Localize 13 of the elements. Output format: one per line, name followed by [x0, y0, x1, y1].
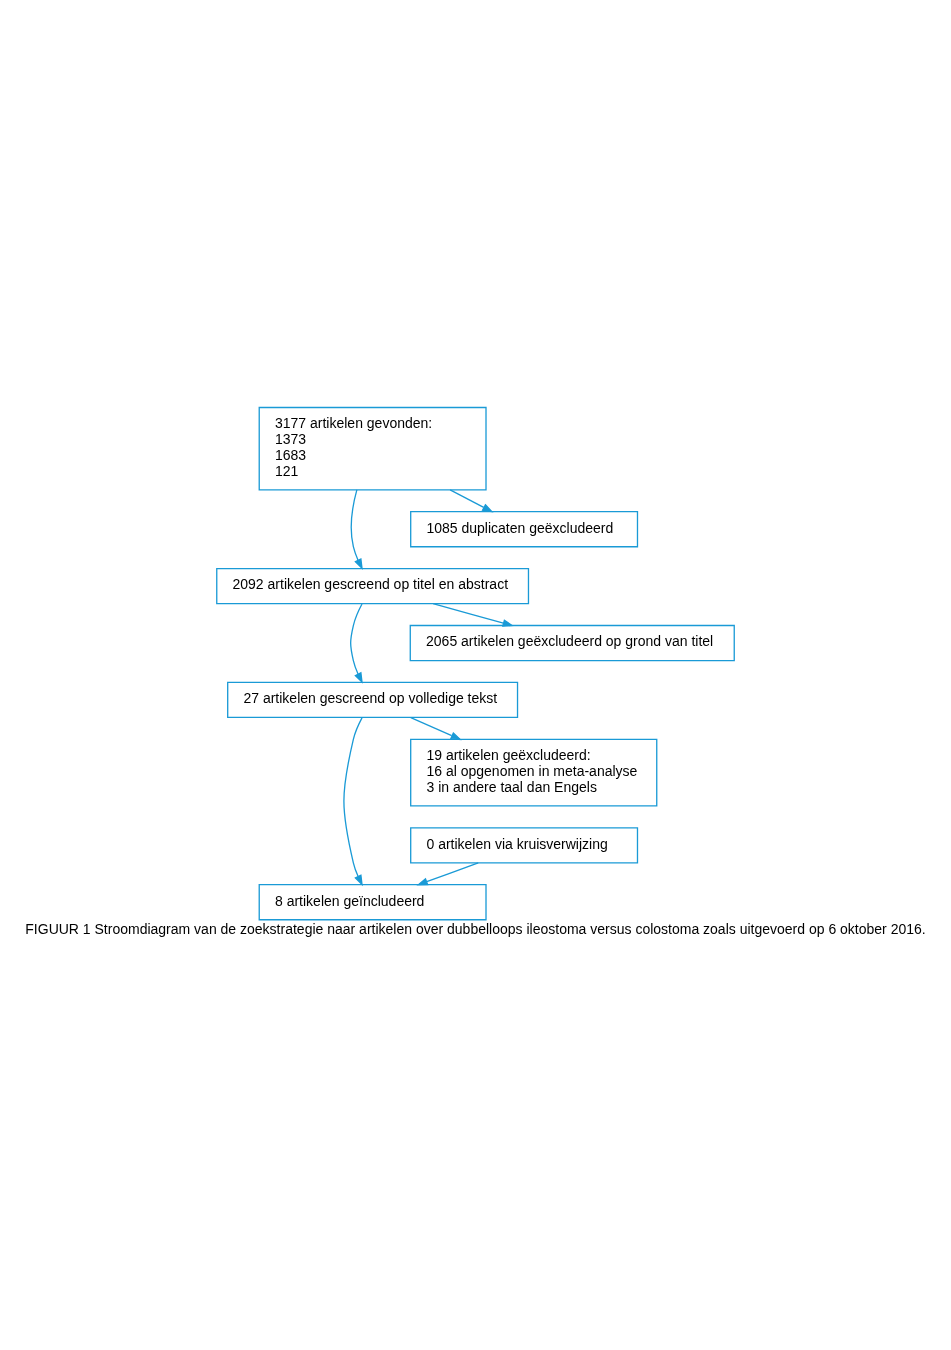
arrow	[350, 489, 363, 571]
node-box: 2092 artikelen gescreend op titel en abstract	[216, 567, 530, 605]
arrow	[350, 603, 363, 684]
caption: FIGUUR 1 Stroomdiagram van de zoekstrategie naar artikelen over dubbelloops ileostoma versus colostoma zoals uitgevoerd op 6 oktober 2016.	[25, 921, 926, 938]
node-box: 0 artikelen via kruisverwijzing	[410, 827, 639, 864]
node-box: 2065 artikelen geëxcludeerd op grond van titel	[409, 624, 735, 662]
node-box: 8 artikelen geïncludeerd	[258, 884, 487, 921]
node-box: 1085 duplicaten geëxcludeerd	[410, 511, 639, 548]
node-box: 3177 artikelen gevonden: 1373 1683 121	[258, 406, 487, 491]
arrow	[449, 489, 494, 513]
node-box: 27 artikelen gescreend op volledige tekst	[227, 681, 519, 719]
arrow	[343, 717, 363, 887]
node-box: 19 artikelen geëxcludeerd: 16 al opgenomen in meta-analyse 3 in andere taal dan Engels	[410, 738, 658, 807]
